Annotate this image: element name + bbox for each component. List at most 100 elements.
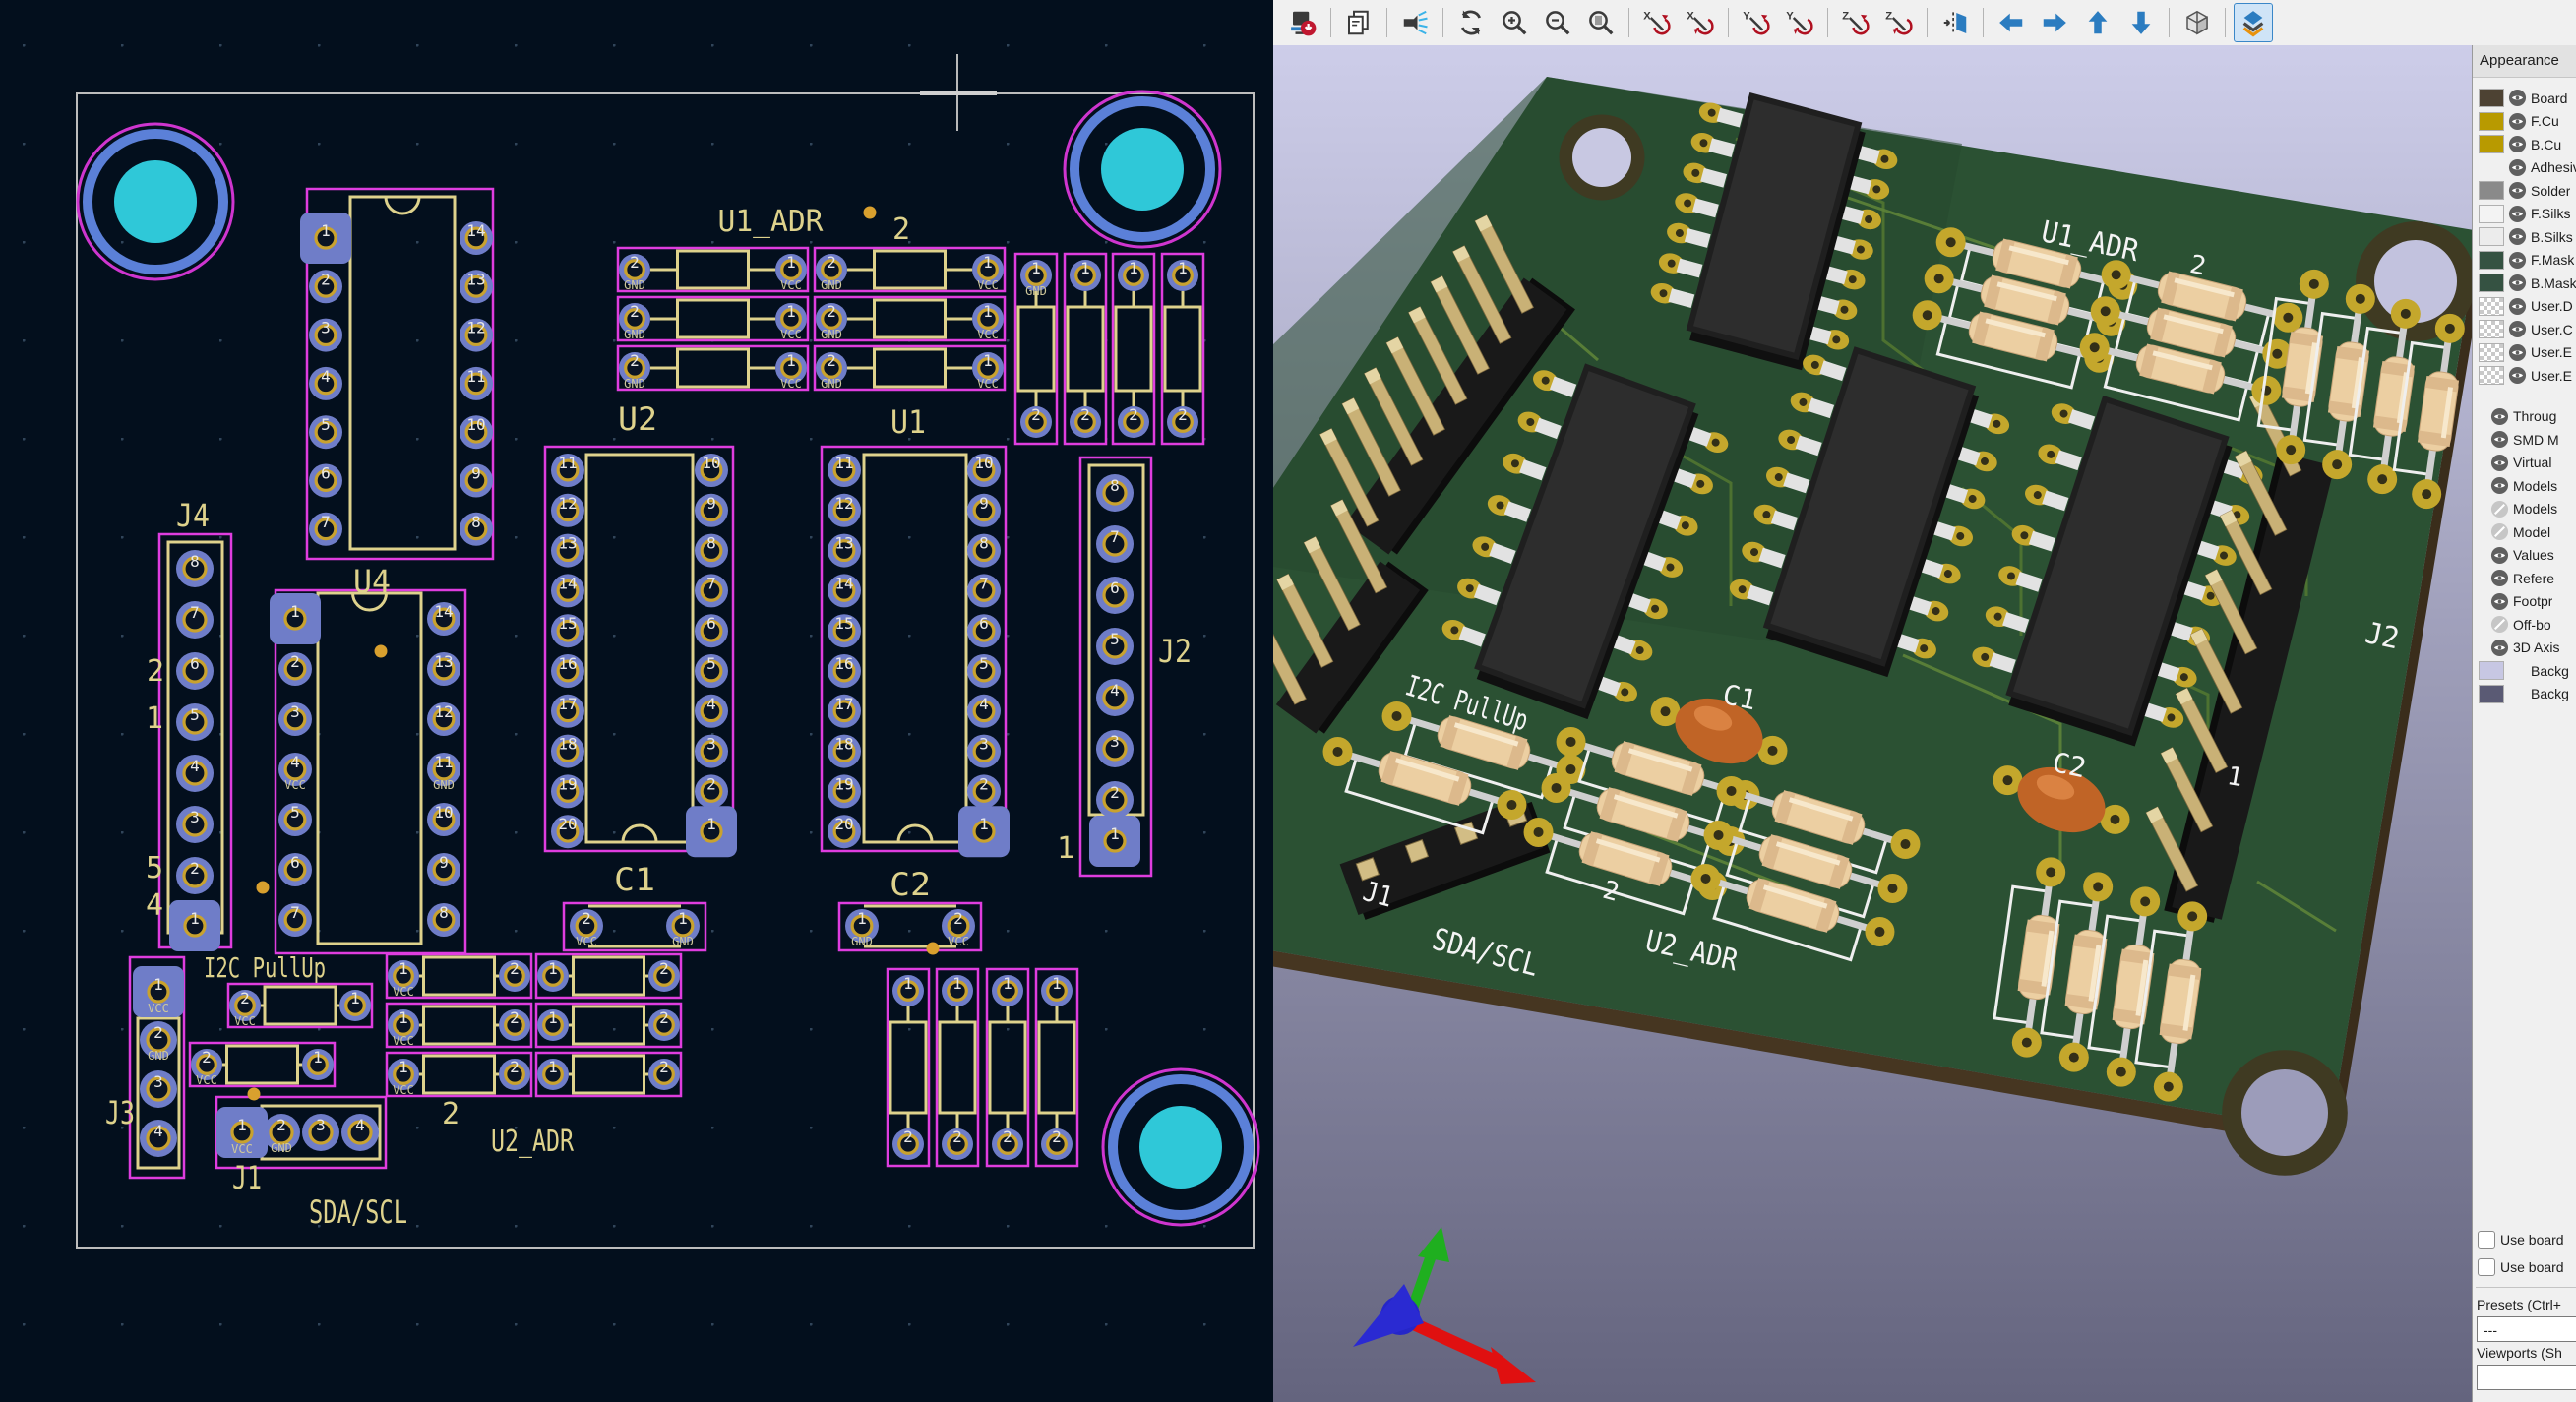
visibility-eye-icon[interactable] [2490,454,2509,472]
orthographic-projection-button[interactable] [2177,3,2217,42]
layer-row-virtual-15[interactable]: Virtual [2473,452,2576,475]
visibility-eye-icon[interactable] [2508,181,2527,200]
layer-row-smd-m-14[interactable]: SMD M [2473,428,2576,452]
layer-row-values-19[interactable]: Values [2473,544,2576,568]
render-current-view-button[interactable] [1395,3,1435,42]
layer-label: Models [2513,478,2557,494]
move-left-button[interactable] [1992,3,2031,42]
layer-row-b-mask-8[interactable]: B.Mask [2473,272,2576,295]
reload-board-button[interactable] [1283,3,1322,42]
viewports-dropdown[interactable] [2477,1365,2576,1390]
visibility-eye-icon[interactable] [2490,546,2509,565]
layer-color-swatch[interactable] [2479,274,2504,292]
zoom-out-button[interactable] [1538,3,1577,42]
layer-row-board-0[interactable]: Board [2473,87,2576,110]
layer-row-f-silks-5[interactable]: F.Silks [2473,203,2576,226]
layer-color-swatch[interactable] [2479,181,2504,200]
layer-row-f-cu-1[interactable]: F.Cu [2473,110,2576,134]
layer-row-off-bo-22[interactable]: Off-bo [2473,613,2576,637]
layer-color-swatch[interactable] [2479,227,2504,246]
layer-color-swatch[interactable] [2479,366,2504,385]
flip-board-button[interactable] [1935,3,1975,42]
appearance-manager-button[interactable] [2234,3,2273,42]
layer-row-solder-4[interactable]: Solder [2473,179,2576,203]
zoom-to-fit-button[interactable] [1581,3,1621,42]
layer-row-models-17[interactable]: Models [2473,498,2576,521]
move-up-button[interactable] [2078,3,2117,42]
visibility-eye-icon[interactable] [2508,297,2527,316]
move-right-button[interactable] [2035,3,2074,42]
layer-row-footpr-21[interactable]: Footpr [2473,590,2576,614]
visibility-eye-icon[interactable] [2490,430,2509,449]
layer-row-user-c-10[interactable]: User.C [2473,318,2576,341]
layer-color-swatch[interactable] [2479,661,2504,680]
layer-color-swatch[interactable] [2479,685,2504,703]
svg-text:17: 17 [834,695,853,713]
visibility-eye-icon[interactable] [2490,569,2509,587]
rotate-z-clockwise-button[interactable]: Z [1836,3,1875,42]
visibility-eye-icon[interactable] [2508,227,2527,246]
layer-row-backg-25[interactable]: Backg [2473,683,2576,706]
rotate-x-counterclockwise-button[interactable]: X [1681,3,1720,42]
visibility-eye-icon[interactable] [2508,251,2527,270]
layer-color-swatch[interactable] [2479,89,2504,107]
layer-row-refere-20[interactable]: Refere [2473,567,2576,590]
layer-color-swatch[interactable] [2479,343,2504,362]
visibility-eye-icon[interactable] [2490,500,2509,518]
visibility-eye-icon[interactable] [2508,366,2527,385]
board-3d-canvas[interactable]: U1_ADR2J21C1C2I2C PullUpJ1SDA/SCL2U2_ADR [1273,45,2472,1402]
rotate-y-clockwise-button[interactable]: Y [1737,3,1776,42]
layer-row-throug-13[interactable]: Throug [2473,405,2576,429]
visibility-eye-icon[interactable] [2508,274,2527,292]
visibility-eye-icon[interactable] [2490,522,2509,541]
layer-row-backg-24[interactable]: Backg [2473,659,2576,683]
rotate-z-counterclockwise-button[interactable]: Z [1879,3,1919,42]
presets-dropdown[interactable]: --- [2477,1316,2576,1342]
visibility-eye-icon[interactable] [2508,320,2527,338]
layer-row-models-16[interactable]: Models [2473,474,2576,498]
zoom-in-button[interactable] [1495,3,1534,42]
visibility-eye-icon[interactable] [2508,89,2527,107]
visibility-eye-icon[interactable] [2490,407,2509,426]
layer-row-model-18[interactable]: Model [2473,520,2576,544]
layer-row-b-silks-6[interactable]: B.Silks [2473,225,2576,249]
pcb-editor-canvas[interactable]: 11421331241151069781142133124VCC11GND510… [0,0,1273,1402]
move-right-icon [2040,8,2069,37]
layer-color-swatch[interactable] [2479,251,2504,270]
copy-image-button[interactable] [1339,3,1379,42]
layer-row-b-cu-2[interactable]: B.Cu [2473,133,2576,156]
visibility-eye-icon[interactable] [2490,476,2509,495]
svg-text:2: 2 [1129,405,1138,424]
layer-row-user-e-11[interactable]: User.E [2473,341,2576,365]
visibility-eye-icon[interactable] [2508,343,2527,362]
layer-color-swatch[interactable] [2479,135,2504,153]
layer-row-3d-axis-23[interactable]: 3D Axis [2473,637,2576,660]
rotate-y-counterclockwise-button[interactable]: Y [1780,3,1819,42]
layer-row-adhesiv-3[interactable]: Adhesiv [2473,156,2576,180]
visibility-eye-icon[interactable] [2490,615,2509,634]
use-board-checkbox-2[interactable] [2478,1258,2495,1276]
layer-color-swatch[interactable] [2479,320,2504,338]
svg-text:2: 2 [510,1008,520,1027]
move-down-button[interactable] [2121,3,2161,42]
layer-label: Values [2513,547,2554,563]
rotate-x-clockwise-button[interactable]: X [1637,3,1677,42]
visibility-eye-icon[interactable] [2508,112,2527,131]
svg-text:8: 8 [439,903,449,922]
use-board-checkbox-1[interactable] [2478,1231,2495,1249]
layer-row-user-e-12[interactable]: User.E [2473,364,2576,388]
visibility-eye-icon[interactable] [2490,592,2509,611]
visibility-eye-icon[interactable] [2508,158,2527,177]
layer-color-swatch[interactable] [2479,205,2504,223]
layer-row-f-mask-7[interactable]: F.Mask [2473,249,2576,273]
use-board-stackup-colors-option[interactable]: Use board [2473,1253,2576,1281]
redraw-button[interactable] [1451,3,1491,42]
visibility-eye-icon[interactable] [2508,205,2527,223]
layer-color-swatch[interactable] [2479,297,2504,316]
visibility-eye-icon[interactable] [2490,639,2509,657]
svg-text:1: 1 [548,1058,558,1076]
use-board-editor-colors-option[interactable]: Use board [2473,1226,2576,1253]
layer-color-swatch[interactable] [2479,112,2504,131]
visibility-eye-icon[interactable] [2508,135,2527,153]
layer-row-user-d-9[interactable]: User.D [2473,295,2576,319]
